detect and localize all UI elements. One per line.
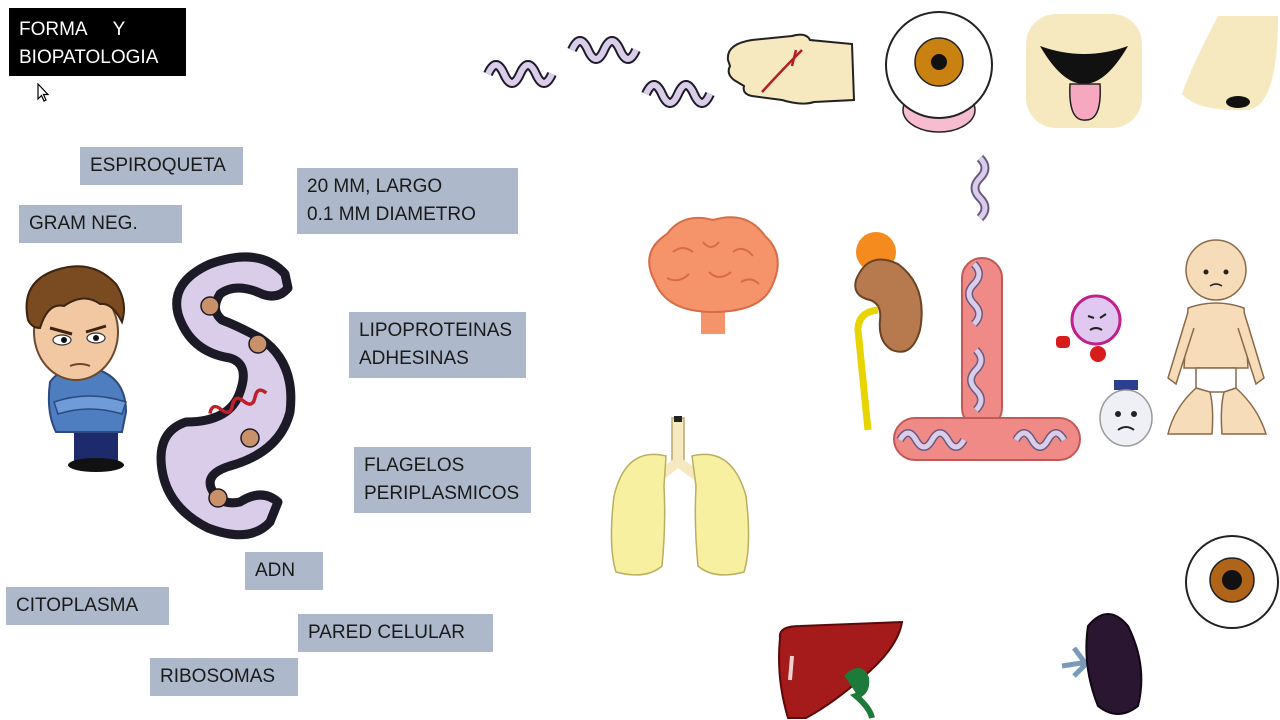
cursor-icon — [37, 82, 50, 102]
mouth-icon — [1026, 14, 1142, 128]
title-line-2: BIOPATOLOGIA — [19, 47, 159, 68]
liver-icon — [778, 620, 904, 719]
eye-icon — [1185, 535, 1279, 629]
nose-icon — [1182, 16, 1278, 111]
hand-icon — [726, 33, 856, 105]
vessel-icon — [893, 257, 1081, 461]
blood-cell-icon — [1099, 380, 1153, 447]
spirochete-icon — [156, 252, 296, 540]
label-espiroqueta: ESPIROQUETA — [80, 147, 243, 185]
label-size: 20 MM, LARGO 0.1 MM DIAMETRO — [297, 168, 518, 234]
baby-icon — [1167, 239, 1268, 435]
label-gram-neg: GRAM NEG. — [19, 205, 182, 243]
spirochete-icon — [567, 36, 641, 64]
spleen-icon — [1061, 613, 1143, 715]
confused-man-icon — [25, 265, 128, 472]
spirochete-icon — [970, 154, 990, 222]
kidney-icon — [854, 232, 923, 431]
eye-icon — [885, 11, 993, 133]
slide-title: FORMA Y BIOPATOLOGIA — [9, 8, 186, 76]
spirochete-icon — [641, 80, 715, 108]
label-citoplasma: CITOPLASMA — [6, 587, 169, 625]
brain-icon — [648, 216, 779, 334]
label-pared-celular: PARED CELULAR — [298, 614, 493, 652]
title-line-1: FORMA Y — [19, 19, 126, 40]
lungs-icon — [610, 416, 750, 576]
label-adn: ADN — [245, 552, 323, 590]
label-lipoproteinas: LIPOPROTEINAS ADHESINAS — [349, 312, 526, 378]
spirochete-icon — [483, 60, 557, 88]
blood-cell-icon — [1056, 294, 1122, 362]
label-flagelos: FLAGELOS PERIPLASMICOS — [354, 447, 531, 513]
label-ribosomas: RIBOSOMAS — [150, 658, 298, 696]
